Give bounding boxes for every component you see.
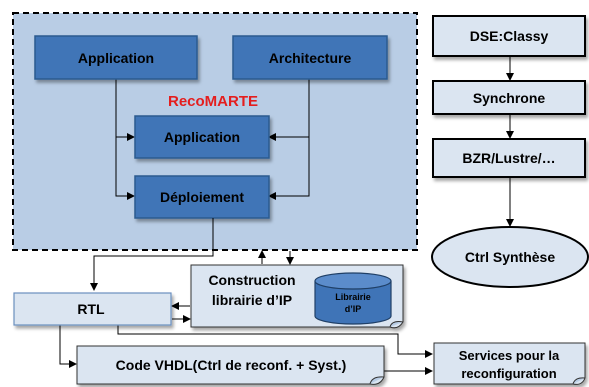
- librairie-line1: Librairie: [335, 292, 371, 302]
- dse-classy-box[interactable]: DSE:Classy: [432, 15, 586, 57]
- inner-connectors: [115, 79, 310, 200]
- application-top-label: Application: [78, 50, 154, 66]
- construction-line2: librairie d’IP: [212, 292, 292, 308]
- librairie-line2: d’IP: [345, 304, 362, 314]
- services-line1: Services pour la: [459, 348, 560, 363]
- code-vhdl-box[interactable]: Code VHDL(Ctrl de reconf. + Syst.): [76, 345, 385, 385]
- bzr-lustre-box[interactable]: BZR/Lustre/…: [432, 138, 586, 178]
- deploiement-box[interactable]: Déploiement: [134, 175, 270, 219]
- ctrl-synthese-ellipse[interactable]: Ctrl Synthèse: [431, 226, 589, 288]
- synchrone-box[interactable]: Synchrone: [432, 80, 586, 115]
- deploiement-label: Déploiement: [160, 189, 244, 205]
- services-line2: reconfiguration: [461, 366, 556, 381]
- rtl-label: RTL: [77, 301, 105, 317]
- application-mid-label: Application: [164, 129, 240, 145]
- architecture-box[interactable]: Architecture: [232, 35, 388, 80]
- dse-classy-label: DSE:Classy: [470, 28, 549, 44]
- services-reconfiguration-box[interactable]: Services pour la reconfiguration: [433, 342, 586, 385]
- construction-line1: Construction: [208, 272, 295, 288]
- application-mid-box[interactable]: Application: [134, 115, 270, 159]
- ctrl-synthese-label: Ctrl Synthèse: [465, 249, 555, 265]
- lower-connectors: [59, 218, 433, 375]
- application-top-box[interactable]: Application: [34, 35, 198, 80]
- synchrone-label: Synchrone: [473, 90, 546, 106]
- librairie-ip-database[interactable]: Librairie d’IP: [314, 272, 392, 325]
- architecture-label: Architecture: [269, 50, 352, 66]
- rtl-box[interactable]: RTL: [13, 292, 172, 326]
- code-vhdl-label: Code VHDL(Ctrl de reconf. + Syst.): [116, 357, 347, 373]
- bzr-lustre-label: BZR/Lustre/…: [462, 150, 555, 166]
- recomarte-title: RecoMARTE: [168, 93, 258, 110]
